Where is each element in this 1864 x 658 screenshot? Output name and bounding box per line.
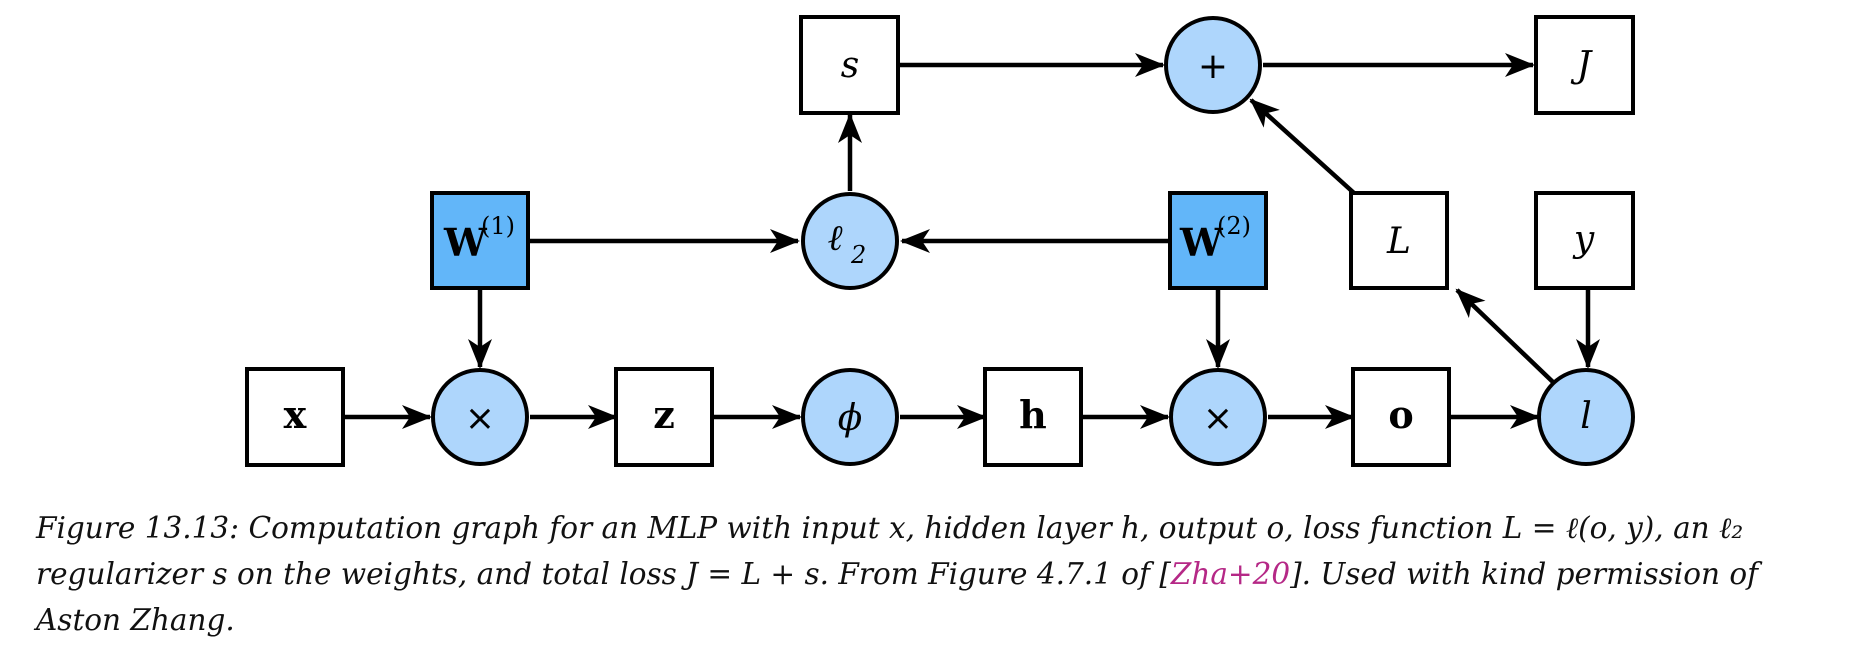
- svg-text:2: 2: [850, 241, 866, 269]
- computation-graph: s + J W (1) ℓ 2 W (2) L y x ×: [245, 15, 1635, 467]
- node-z: z: [614, 367, 714, 467]
- node-J: J: [1534, 15, 1635, 115]
- svg-text:×: ×: [465, 398, 495, 439]
- svg-text:ϕ: ϕ: [838, 398, 863, 439]
- svg-text:W: W: [1179, 220, 1224, 265]
- svg-text:×: ×: [1203, 398, 1233, 439]
- svg-text:y: y: [1572, 219, 1595, 260]
- node-l: l: [1537, 368, 1635, 466]
- node-W1: W (1): [430, 191, 530, 290]
- svg-text:z: z: [653, 392, 675, 437]
- citation-link[interactable]: Zha+20: [1170, 557, 1291, 591]
- node-plus: +: [1164, 16, 1262, 114]
- svg-text:+: +: [1198, 46, 1228, 87]
- figure-caption: Figure 13.13: Computation graph for an M…: [36, 505, 1846, 643]
- node-W2: W (2): [1168, 191, 1268, 290]
- edge-l-to-L: [1455, 288, 1557, 386]
- node-s: s: [799, 15, 900, 115]
- node-phi: ϕ: [801, 368, 899, 466]
- svg-text:x: x: [284, 392, 307, 437]
- caption-text-after: ]. Used with kind permission of Aston Zh…: [36, 557, 1759, 637]
- svg-text:s: s: [841, 45, 859, 86]
- node-l2: ℓ 2: [801, 192, 899, 290]
- node-x: x: [245, 367, 345, 467]
- svg-text:(1): (1): [481, 212, 515, 240]
- svg-text:ℓ: ℓ: [828, 218, 843, 259]
- svg-text:W: W: [443, 220, 488, 265]
- edges: [344, 53, 1600, 429]
- node-times2: ×: [1169, 368, 1267, 466]
- svg-text:l: l: [1580, 396, 1592, 437]
- svg-text:(2): (2): [1217, 212, 1251, 240]
- node-h: h: [983, 367, 1083, 467]
- node-L: L: [1349, 191, 1449, 290]
- svg-text:L: L: [1386, 221, 1411, 262]
- node-times1: ×: [431, 368, 529, 466]
- caption-text-before: Figure 13.13: Computation graph for an M…: [36, 511, 1744, 591]
- node-y: y: [1534, 191, 1635, 290]
- node-o: o: [1351, 367, 1451, 467]
- svg-text:o: o: [1388, 392, 1413, 437]
- edge-L-to-plus: [1249, 98, 1356, 195]
- svg-text:h: h: [1019, 392, 1047, 437]
